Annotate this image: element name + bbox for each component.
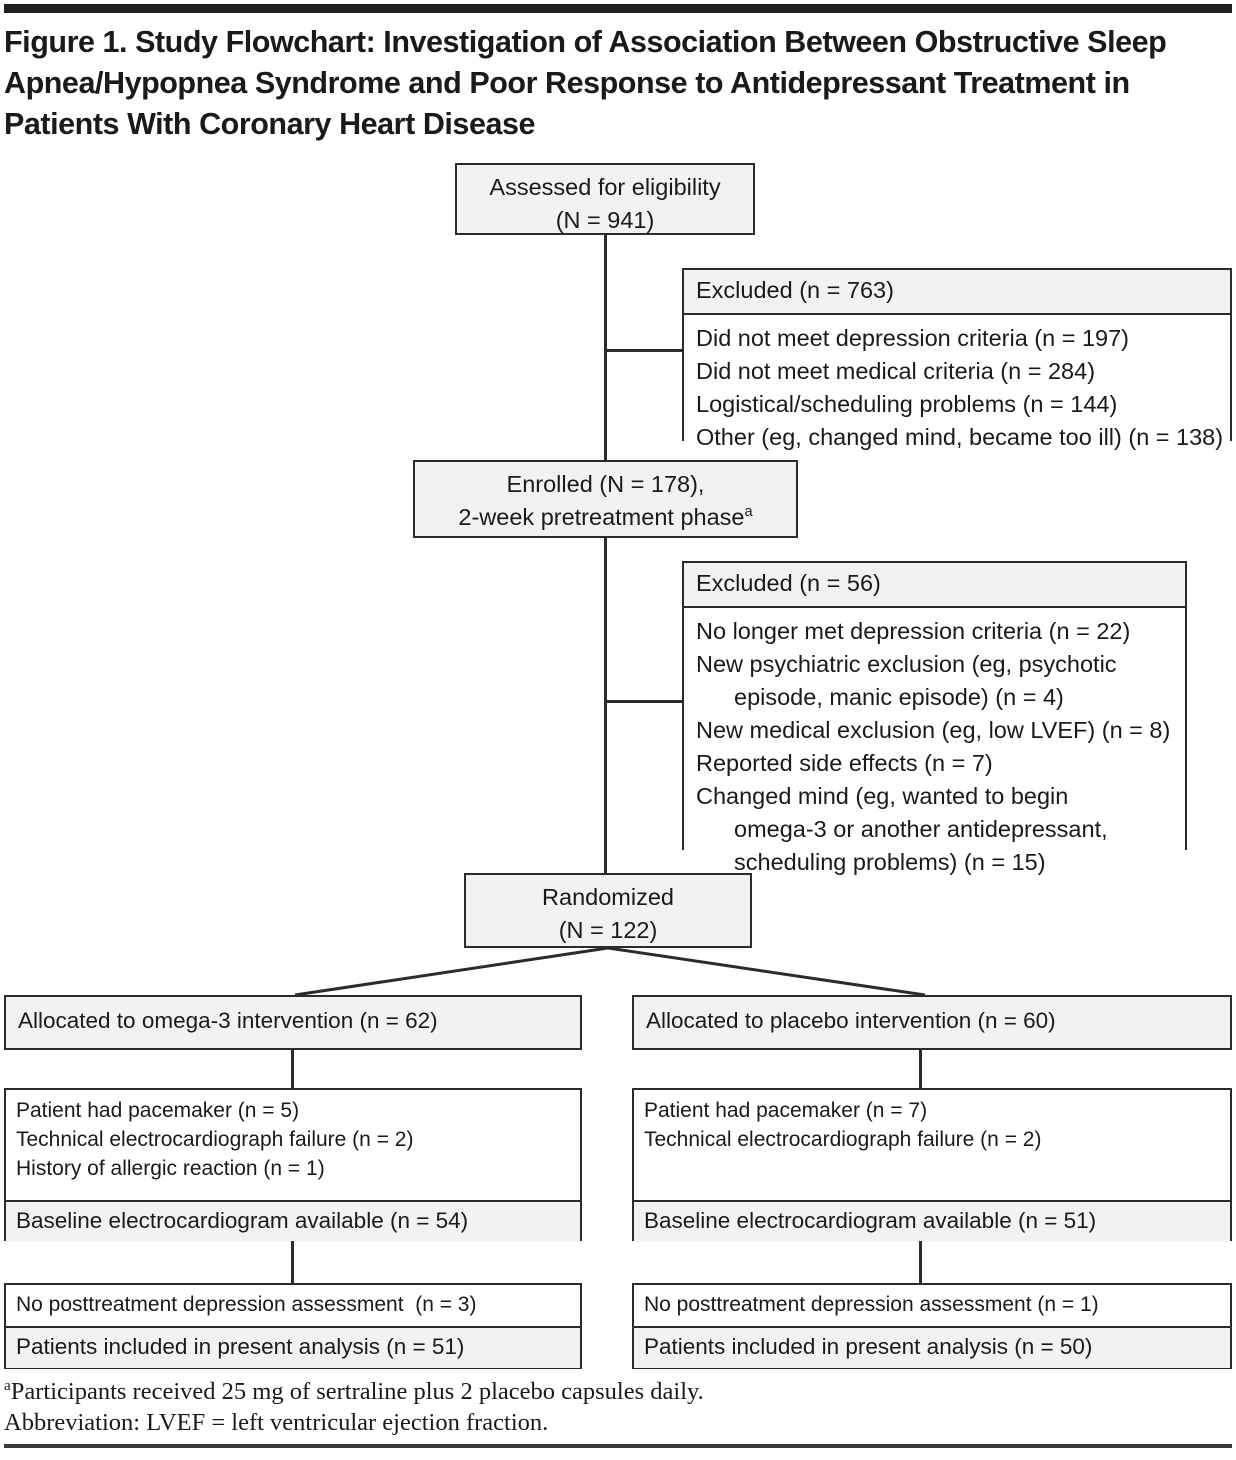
right-baseline-label: Baseline electrocardiogram available (n … [644, 1208, 1097, 1233]
box-left-analysis: No posttreatment depression assessment (… [4, 1283, 582, 1369]
enrolled-line-2-text: 2-week pretreatment phase [458, 504, 745, 530]
excluded-first-header-row: Excluded (n = 763) [684, 270, 1230, 315]
allocated-omega3-label: Allocated to omega-3 intervention (n = 6… [18, 1008, 438, 1033]
enrolled-line-2: 2-week pretreatment phasea [415, 501, 796, 534]
connector-branch-excluded-1 [604, 349, 684, 352]
left-exclusion-item-3: History of allergic reaction (n = 1) [16, 1157, 325, 1180]
footnote-a-text: Participants received 25 mg of sertralin… [10, 1378, 704, 1405]
box-right-analysis: No posttreatment depression assessment (… [632, 1283, 1232, 1369]
footnote-a-marker: a [4, 1376, 11, 1394]
box-excluded-second: Excluded (n = 56) No longer met depressi… [682, 561, 1187, 887]
excluded-second-item-2-cont: episode, manic episode) (n = 4) [734, 684, 1064, 710]
left-exclusions-body: Patient had pacemaker (n = 5) Technical … [6, 1090, 580, 1200]
excluded-second-item-5-cont-2: scheduling problems) (n = 15) [734, 849, 1046, 875]
footnote-a: aParticipants received 25 mg of sertrali… [4, 1376, 1184, 1407]
left-included-row: Patients included in present analysis (n… [6, 1326, 580, 1368]
left-baseline-row: Baseline electrocardiogram available (n … [6, 1200, 580, 1242]
excluded-second-item-4: Reported side effects (n = 7) [696, 750, 993, 776]
allocated-placebo-label: Allocated to placebo intervention (n = 6… [646, 1008, 1056, 1033]
left-baseline-label: Baseline electrocardiogram available (n … [16, 1208, 469, 1233]
excluded-first-header: Excluded (n = 763) [696, 277, 894, 303]
left-included-label: Patients included in present analysis (n… [16, 1334, 465, 1359]
box-assessed-for-eligibility: Assessed for eligibility (N = 941) [455, 163, 755, 235]
excluded-second-header: Excluded (n = 56) [696, 570, 881, 596]
right-no-post-row: No posttreatment depression assessment (… [634, 1285, 1230, 1326]
assessed-line-2: (N = 941) [555, 207, 655, 233]
right-exclusion-item-1: Patient had pacemaker (n = 7) [644, 1099, 928, 1122]
box-left-exclusions-and-baseline: Patient had pacemaker (n = 5) Technical … [4, 1088, 582, 1242]
right-included-row: Patients included in present analysis (n… [634, 1326, 1230, 1368]
connector-right-baseline-to-analysis [919, 1241, 922, 1283]
enrolled-line-1: Enrolled (N = 178), [506, 471, 705, 497]
randomized-line-1: Randomized [542, 884, 674, 910]
right-exclusion-item-2: Technical electrocardiograph failure (n … [644, 1128, 1042, 1151]
box-right-exclusions-and-baseline: Patient had pacemaker (n = 7) Technical … [632, 1088, 1232, 1242]
excluded-first-item-2: Did not meet medical criteria (n = 284) [696, 358, 1096, 384]
connector-branch-excluded-2 [604, 700, 684, 703]
box-allocated-placebo: Allocated to placebo intervention (n = 6… [632, 995, 1232, 1050]
left-no-post-label: No posttreatment depression assessment (… [16, 1293, 477, 1316]
bottom-rule [4, 1444, 1232, 1448]
connector-randomization-split [294, 946, 926, 997]
right-baseline-row: Baseline electrocardiogram available (n … [634, 1200, 1230, 1242]
excluded-second-item-3: New medical exclusion (eg, low LVEF) (n … [696, 717, 1171, 743]
box-enrolled: Enrolled (N = 178), 2-week pretreatment … [413, 460, 798, 538]
excluded-first-body: Did not meet depression criteria (n = 19… [684, 315, 1230, 462]
left-exclusion-item-1: Patient had pacemaker (n = 5) [16, 1099, 300, 1122]
excluded-first-item-4: Other (eg, changed mind, became too ill)… [696, 424, 1224, 450]
right-no-post-label: No posttreatment depression assessment (… [644, 1293, 1099, 1316]
excluded-second-item-5: Changed mind (eg, wanted to begin [696, 783, 1069, 809]
connector-enrolled-to-randomized [604, 538, 607, 873]
enrolled-footnote-marker: a [744, 504, 753, 521]
footnotes: aParticipants received 25 mg of sertrali… [4, 1376, 1184, 1438]
figure-title: Figure 1. Study Flowchart: Investigation… [4, 25, 1167, 141]
excluded-second-item-1: No longer met depression criteria (n = 2… [696, 618, 1131, 644]
connector-left-baseline-to-analysis [291, 1241, 294, 1283]
connector-left-allocated-to-baseline [291, 1050, 294, 1088]
connector-right-allocated-to-baseline [919, 1050, 922, 1088]
left-no-post-row: No posttreatment depression assessment (… [6, 1285, 580, 1326]
right-exclusions-body: Patient had pacemaker (n = 7) Technical … [634, 1090, 1230, 1200]
box-allocated-omega3: Allocated to omega-3 intervention (n = 6… [4, 995, 582, 1050]
excluded-first-item-1: Did not meet depression criteria (n = 19… [696, 325, 1130, 351]
connector-assessed-to-enrolled [604, 235, 607, 460]
box-excluded-first: Excluded (n = 763) Did not meet depressi… [682, 268, 1232, 462]
excluded-second-item-2: New psychiatric exclusion (eg, psychotic [696, 651, 1117, 677]
top-rule [4, 4, 1232, 13]
excluded-second-body: No longer met depression criteria (n = 2… [684, 608, 1185, 887]
left-exclusion-item-2: Technical electrocardiograph failure (n … [16, 1128, 414, 1151]
footnote-abbreviation: Abbreviation: LVEF = left ventricular ej… [4, 1409, 549, 1436]
excluded-second-header-row: Excluded (n = 56) [684, 563, 1185, 608]
excluded-second-item-5-cont-1: omega-3 or another antidepressant, [734, 816, 1108, 842]
box-randomized: Randomized (N = 122) [464, 873, 752, 948]
assessed-line-1: Assessed for eligibility [489, 174, 721, 200]
excluded-first-item-3: Logistical/scheduling problems (n = 144) [696, 391, 1118, 417]
right-included-label: Patients included in present analysis (n… [644, 1334, 1093, 1359]
randomized-line-2: (N = 122) [558, 917, 658, 943]
